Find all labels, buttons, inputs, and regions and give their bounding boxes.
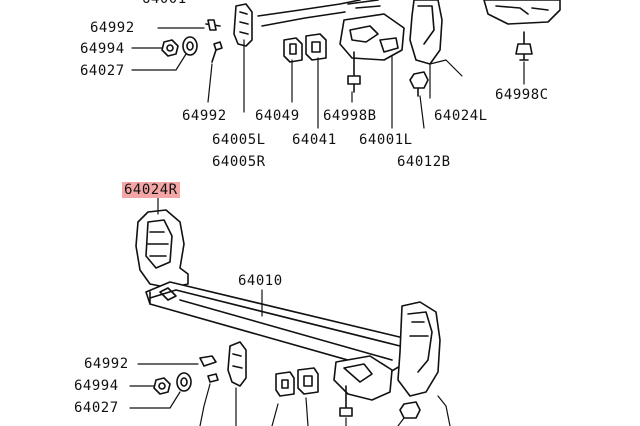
label-64012B: 64012B <box>397 154 451 170</box>
label-64005L: 64005L <box>212 132 266 148</box>
label-64994-a: 64994 <box>80 41 125 57</box>
top-leader-lines <box>131 27 525 129</box>
label-64994-b: 64994 <box>74 378 119 394</box>
label-64998C: 64998C <box>495 87 549 103</box>
bolt-64992-bottom <box>199 355 217 367</box>
bolt-lower-2 <box>207 373 219 383</box>
mount-lower <box>333 355 393 401</box>
label-64041: 64041 <box>292 132 337 148</box>
label-64049: 64049 <box>255 108 300 124</box>
nut-64994-top <box>161 39 179 57</box>
label-64998B: 64998B <box>323 108 377 124</box>
label-64010: 64010 <box>238 273 283 289</box>
label-64024L: 64024L <box>434 108 488 124</box>
right-upper-part <box>483 0 561 25</box>
label-64992-a: 64992 <box>90 20 135 36</box>
label-64992-c: 64992 <box>84 356 129 372</box>
label-64024R-highlighted: 64024R <box>122 182 180 198</box>
stud-64998C <box>515 31 533 61</box>
clip-64041-top <box>305 33 327 61</box>
rubber-lower <box>399 401 421 419</box>
label-64027-a: 64027 <box>80 63 125 79</box>
mount-64001L <box>339 0 405 61</box>
stud-lower <box>339 385 353 417</box>
washer-64027-top <box>182 36 198 56</box>
washer-64027-bottom <box>176 372 192 392</box>
bracket-64005L <box>233 3 253 47</box>
stud-64998B <box>347 51 361 93</box>
bolt-64992-top <box>205 19 221 31</box>
label-64992-b: 64992 <box>182 108 227 124</box>
bottom-assembly <box>135 209 441 419</box>
bottom-leader-lines <box>129 197 451 426</box>
nut-64994-bottom <box>153 377 171 395</box>
label-64001L: 64001L <box>359 132 413 148</box>
label-64027-b: 64027 <box>74 400 119 416</box>
top-assembly <box>161 0 561 97</box>
bracket-lower <box>227 341 247 387</box>
clip-64049-top <box>283 37 303 63</box>
rubber-64012B <box>409 71 429 97</box>
bar-64010 <box>145 281 415 373</box>
bumper-end-64024L <box>409 0 443 65</box>
label-64005R: 64005R <box>212 154 266 170</box>
label-64001-top: 64001 <box>142 0 187 7</box>
bolt-64992-lower-top <box>211 41 223 63</box>
bumper-end-right <box>397 301 441 397</box>
clips-lower <box>275 367 319 397</box>
bumper-end-64024R <box>135 209 189 289</box>
